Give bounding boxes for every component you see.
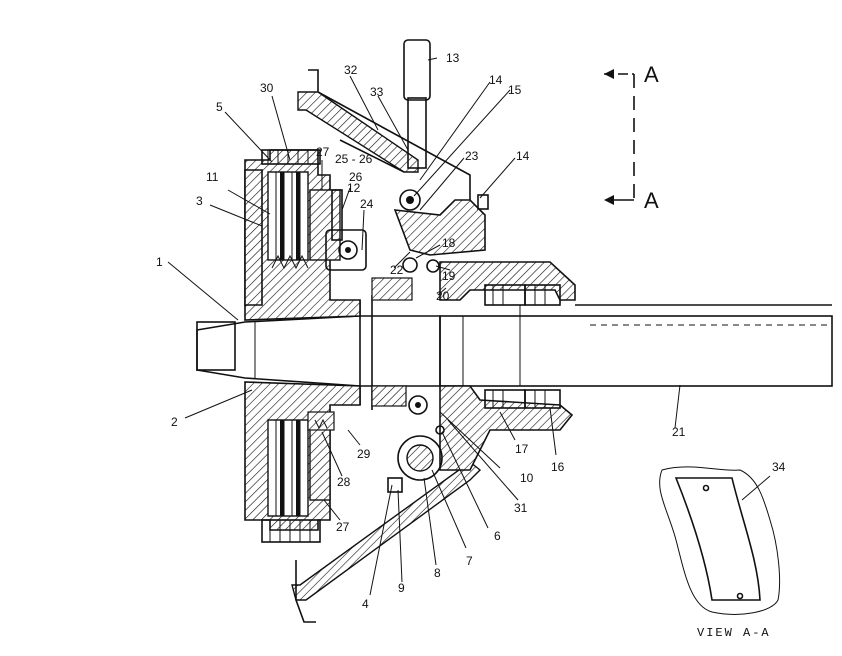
callout-29: 29 <box>357 447 371 461</box>
callout-25-26: 25 - 26 <box>335 152 373 166</box>
callout-1: 1 <box>156 255 163 269</box>
tapered-hub <box>196 315 441 387</box>
callout-16: 16 <box>551 460 565 474</box>
callout-8: 8 <box>434 566 441 580</box>
callout-21: 21 <box>672 425 686 439</box>
lever-arm <box>393 199 486 256</box>
clutch-disc-pack-upper <box>261 149 341 270</box>
callout-12: 12 <box>347 181 361 195</box>
cross-shaft <box>387 425 445 493</box>
inset-view-a-a: VIEW A-A <box>659 466 781 640</box>
clutch-disc-pack-lower <box>261 411 335 543</box>
leader-lines <box>167 57 771 596</box>
callout-11: 11 <box>206 170 219 184</box>
callout-19: 19 <box>442 269 456 283</box>
callout-17: 17 <box>515 442 529 456</box>
section-letter-top: A <box>644 62 659 87</box>
callout-9: 9 <box>398 581 405 595</box>
callout-13: 13 <box>446 51 460 65</box>
taper-bearing-upper <box>484 284 561 306</box>
callout-5: 5 <box>216 100 223 114</box>
callout-15: 15 <box>508 83 522 97</box>
bearing-housing <box>439 261 576 301</box>
callout-2: 2 <box>171 415 178 429</box>
taper-bearing-lower <box>484 389 561 409</box>
callout-24: 24 <box>360 197 374 211</box>
section-letter-bottom: A <box>644 188 659 213</box>
lever-handle <box>403 39 431 101</box>
callout-6: 6 <box>494 529 501 543</box>
callout-23: 23 <box>465 149 479 163</box>
callout-3: 3 <box>196 194 203 208</box>
callout-14-right: 14 <box>516 149 530 163</box>
callout-28: 28 <box>337 475 351 489</box>
assembly-drawing <box>196 39 833 623</box>
lower-frame <box>291 461 482 601</box>
callout-27-top: 27 <box>316 145 330 159</box>
callout-14-top: 14 <box>489 73 503 87</box>
upper-frame <box>308 69 471 200</box>
callout-labels: 1 2 3 4 5 6 7 8 9 10 11 12 13 14 14 15 1… <box>156 51 786 611</box>
callout-27-bottom: 27 <box>336 520 350 534</box>
callout-31: 31 <box>514 501 528 515</box>
pivot-block <box>325 229 367 271</box>
callout-18: 18 <box>442 236 456 250</box>
callout-4: 4 <box>362 597 369 611</box>
view-caption: VIEW A-A <box>697 626 771 640</box>
callout-20: 20 <box>436 289 450 303</box>
output-shaft <box>439 315 833 387</box>
callout-22: 22 <box>390 263 404 277</box>
callout-33: 33 <box>370 85 384 99</box>
callout-10: 10 <box>520 471 534 485</box>
callout-26: 26 <box>349 170 363 184</box>
section-marker: A A <box>604 62 659 213</box>
callout-32: 32 <box>344 63 358 77</box>
callout-34: 34 <box>772 460 786 474</box>
wear-pad <box>674 477 761 601</box>
callout-7: 7 <box>466 554 473 568</box>
callout-30: 30 <box>260 81 274 95</box>
